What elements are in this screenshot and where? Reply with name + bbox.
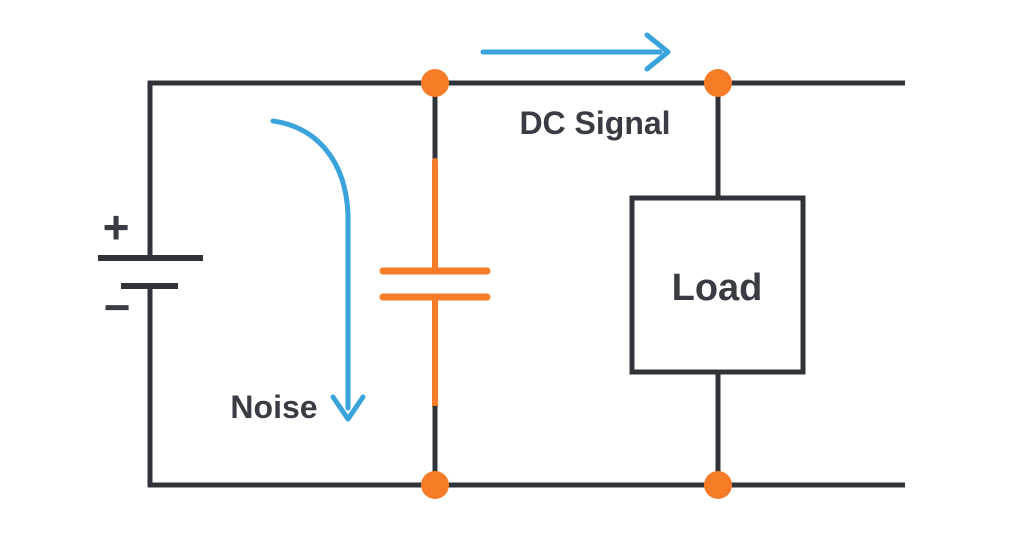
noise-arrowhead-icon <box>330 394 366 422</box>
load-label: Load <box>672 267 763 309</box>
junction-node-top-capacitor <box>421 69 449 97</box>
battery-minus-symbol: − <box>104 281 131 333</box>
dc-signal-arrowhead-icon <box>644 32 671 72</box>
dc-signal-label: DC Signal <box>519 105 670 141</box>
load-box <box>629 195 806 375</box>
noise-arrow <box>270 118 366 422</box>
noise-label: Noise <box>230 389 317 425</box>
dc-signal-arrow <box>480 32 671 72</box>
junction-node-bottom-load <box>704 471 732 499</box>
junction-node-top-load <box>704 69 732 97</box>
junction-node-bottom-capacitor <box>421 471 449 499</box>
battery-plus-symbol: + <box>103 201 130 253</box>
noise-arrow-shaft <box>270 118 351 411</box>
